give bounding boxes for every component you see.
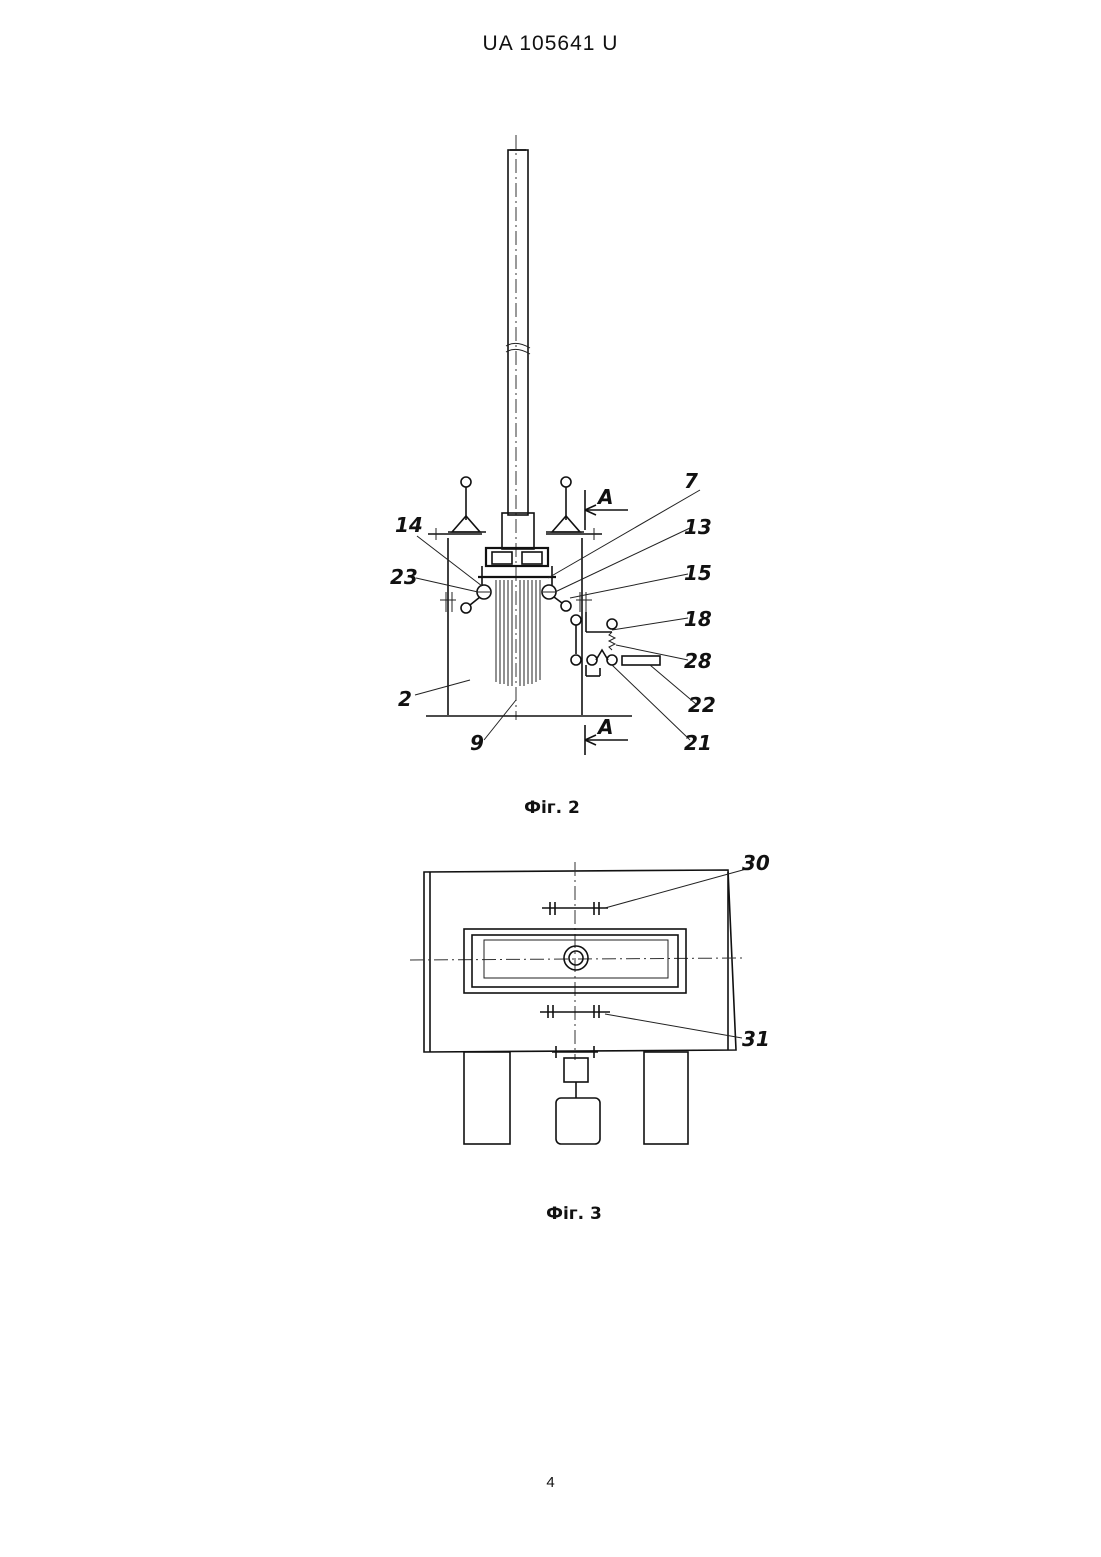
label-18: 18 (684, 607, 712, 631)
label-A-bottom: A (596, 715, 613, 739)
tank (426, 528, 632, 716)
label-23: 23 (390, 565, 418, 589)
label-9: 9 (470, 731, 484, 755)
label-22: 22 (688, 693, 716, 717)
label-2: 2 (398, 687, 412, 711)
bristle-bundle (496, 580, 540, 686)
label-21: 21 (684, 731, 712, 755)
label-15: 15 (684, 561, 712, 585)
figure-2-caption: Фіг. 2 (452, 798, 652, 818)
label-28: 28 (684, 649, 712, 673)
page-number: 4 (0, 1474, 1101, 1491)
label-14: 14 (395, 513, 423, 537)
holder-head (478, 548, 556, 586)
mast (502, 135, 534, 720)
right-mechanism (571, 612, 660, 676)
leader-lines (415, 490, 700, 740)
figure-3-caption: Фіг. 3 (474, 1204, 674, 1224)
label-A-top: A (596, 485, 613, 509)
label-7: 7 (684, 469, 698, 493)
label-13: 13 (684, 515, 712, 539)
